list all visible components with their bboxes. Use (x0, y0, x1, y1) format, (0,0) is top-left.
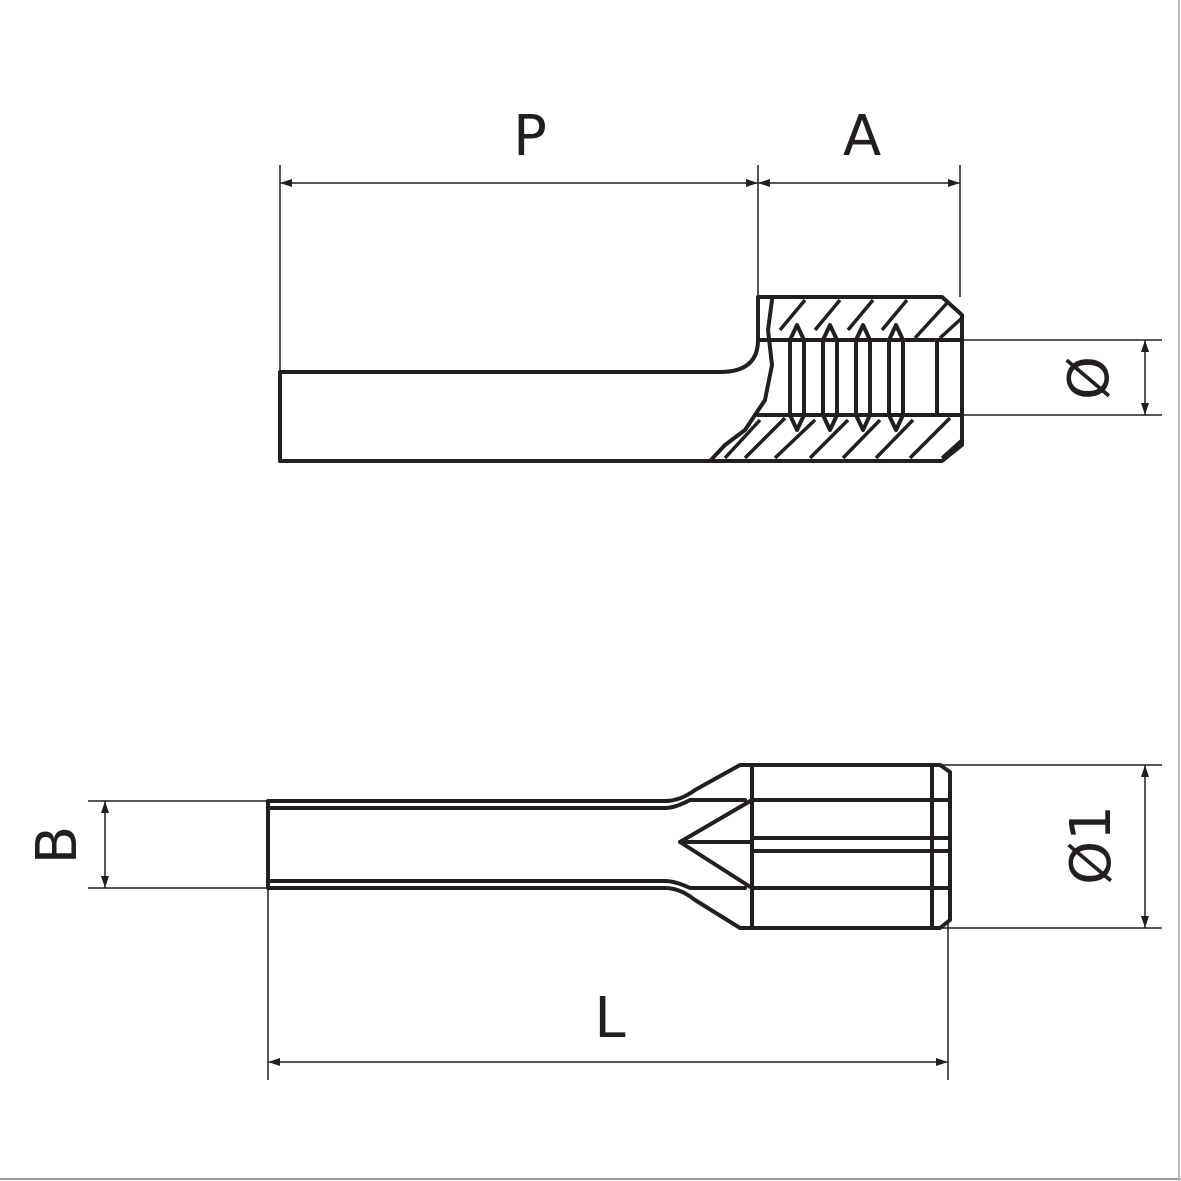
label-p: P (513, 104, 547, 169)
label-a: A (843, 104, 881, 169)
label-l: L (594, 986, 625, 1051)
pin-outline (278, 370, 722, 463)
label-b: B (25, 826, 90, 864)
pin-shoulder (708, 295, 964, 463)
label-diameter: Ø (1057, 356, 1122, 400)
side-view (266, 763, 952, 930)
label-diameter1: Ø1 (1059, 805, 1124, 885)
top-dimensions: P A Ø (279, 104, 1162, 416)
section-view (278, 295, 964, 463)
pin-outline-bottom (266, 763, 952, 930)
hatching (723, 298, 964, 460)
bottom-dimensions: B Ø1 L (25, 764, 1162, 1080)
thread (788, 323, 905, 432)
break-line (708, 298, 774, 463)
